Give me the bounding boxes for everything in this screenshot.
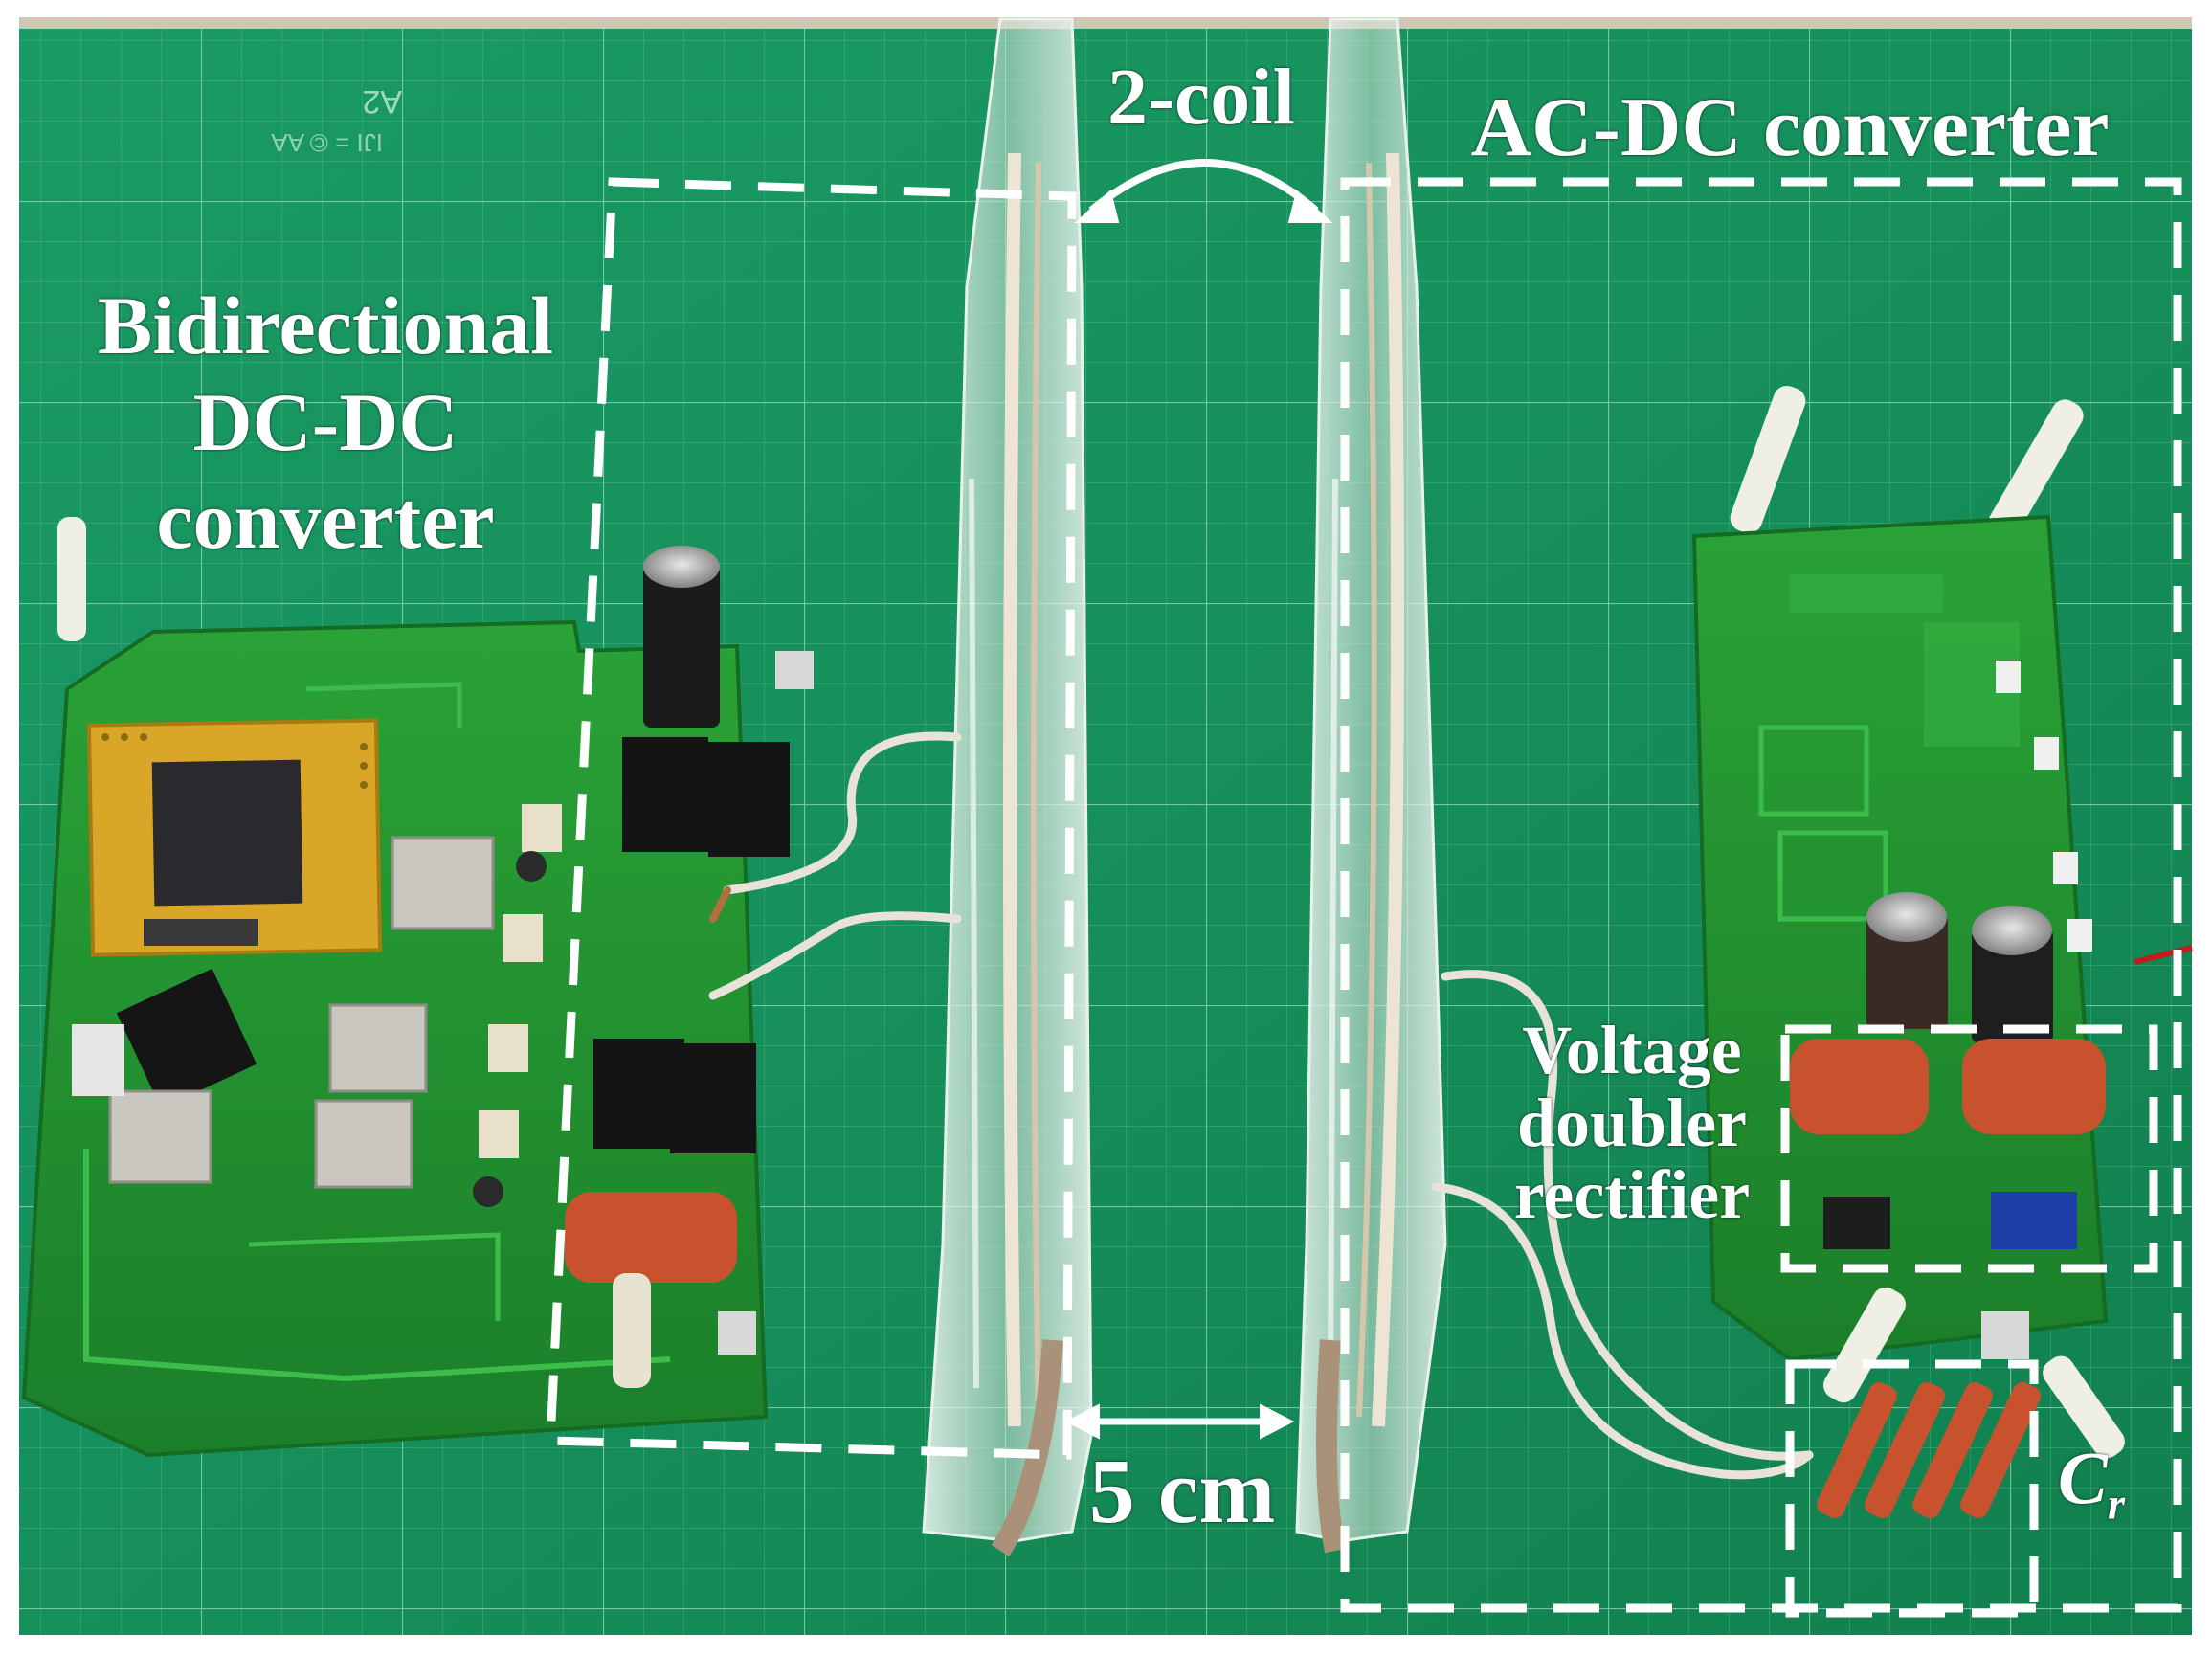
film-capacitor-left (565, 1192, 737, 1283)
acdc-converter-label: AC-DC converter (1417, 86, 2163, 170)
distance-label: 5 cm (1039, 1445, 1326, 1537)
cr-label: Cr (2039, 1441, 2144, 1527)
acdc-region-box (1340, 177, 2182, 1613)
doubler-region-box (1780, 1024, 2158, 1273)
two-coil-label: 2-coil (1067, 57, 1335, 138)
cr-main: C (2057, 1436, 2108, 1519)
doubler-line-3: rectifier (1513, 1156, 1751, 1234)
cr-subscript: r (2107, 1479, 2126, 1530)
receiver-coil (1295, 17, 1447, 1554)
svg-text:A2: A2 (362, 83, 402, 120)
two-coil-text: 2-coil (1107, 53, 1295, 142)
voltage-doubler-label: Voltage doubler rectifier (1479, 1012, 1785, 1234)
resonant-capacitors (1816, 1381, 2042, 1519)
distance-text: 5 cm (1088, 1440, 1276, 1542)
cr-region-box (1785, 1359, 2039, 1618)
bidirectional-dcdc-label: Bidirectional DC-DC converter (38, 278, 613, 569)
wires (708, 731, 1814, 1480)
acdc-text: AC-DC converter (1470, 81, 2110, 174)
dcdc-region-box (546, 177, 1077, 1460)
transmitter-coil (922, 17, 1093, 1556)
distance-arrow (1064, 1403, 1295, 1440)
heatsinks-left (593, 651, 814, 1355)
electrolytic-capacitor (643, 546, 720, 728)
coil-arrow (1074, 159, 1333, 223)
label-line-2: DC-DC (192, 376, 458, 469)
right-pcb (1691, 385, 2193, 1459)
label-line-1: Bidirectional (97, 280, 554, 371)
doubler-line-2: doubler (1516, 1084, 1748, 1161)
doubler-line-1: Voltage (1522, 1012, 1742, 1088)
svg-text:IJI = © AA: IJI = © AA (271, 128, 383, 157)
label-line-3: converter (156, 473, 495, 566)
